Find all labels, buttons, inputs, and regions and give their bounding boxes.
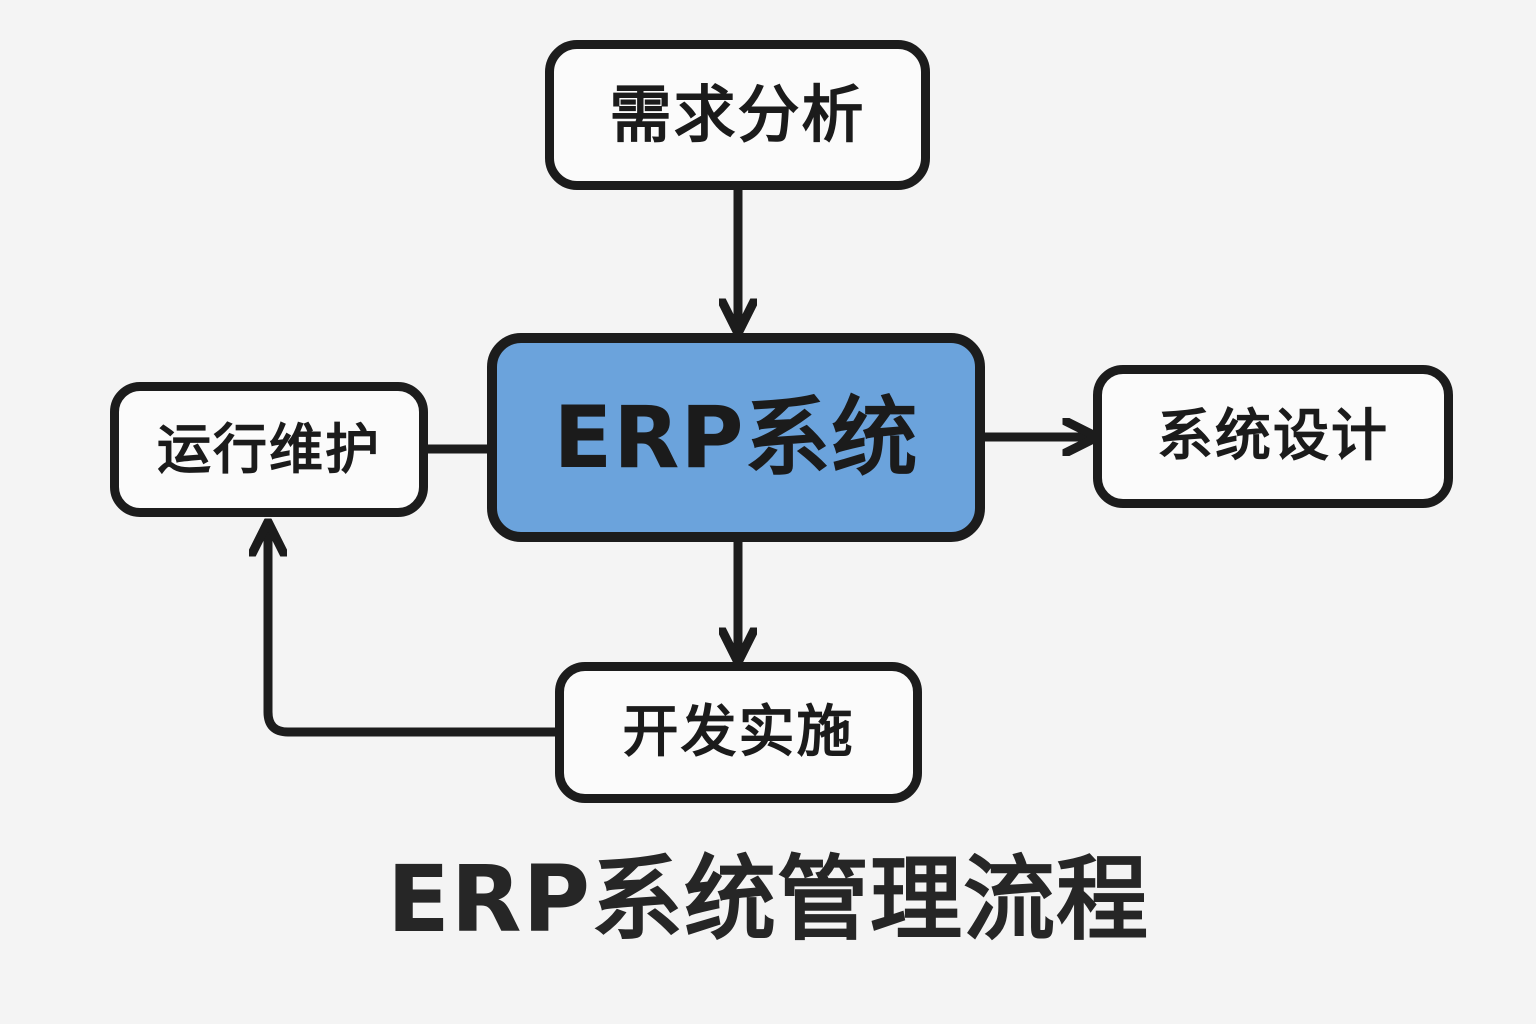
- node-development-implementation[interactable]: 开发实施: [555, 662, 922, 803]
- edge-dev-to-ops-feedback: [268, 524, 555, 737]
- node-requirement-analysis[interactable]: 需求分析: [545, 40, 930, 190]
- diagram-title: ERP系统管理流程: [386, 846, 1150, 953]
- node-label: 运行维护: [157, 417, 381, 481]
- node-erp-system[interactable]: ERP系统: [487, 333, 985, 542]
- node-operations-maintenance[interactable]: 运行维护: [110, 382, 428, 517]
- node-label: 需求分析: [609, 78, 866, 151]
- node-label: 开发实施: [622, 699, 855, 765]
- node-system-design[interactable]: 系统设计: [1093, 365, 1453, 508]
- node-label: 系统设计: [1157, 403, 1389, 469]
- node-label: ERP系统: [553, 387, 919, 488]
